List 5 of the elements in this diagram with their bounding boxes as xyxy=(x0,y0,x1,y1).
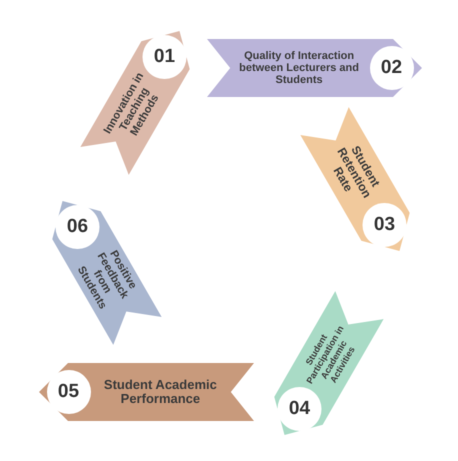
arrow-segment xyxy=(206,39,422,97)
arrow-segment xyxy=(38,363,254,421)
step-number: 05 xyxy=(46,370,90,414)
segment-label: Quality of Interaction between Lecturers and Students xyxy=(238,49,360,88)
segment-label: Student Academic Performance xyxy=(102,376,218,408)
